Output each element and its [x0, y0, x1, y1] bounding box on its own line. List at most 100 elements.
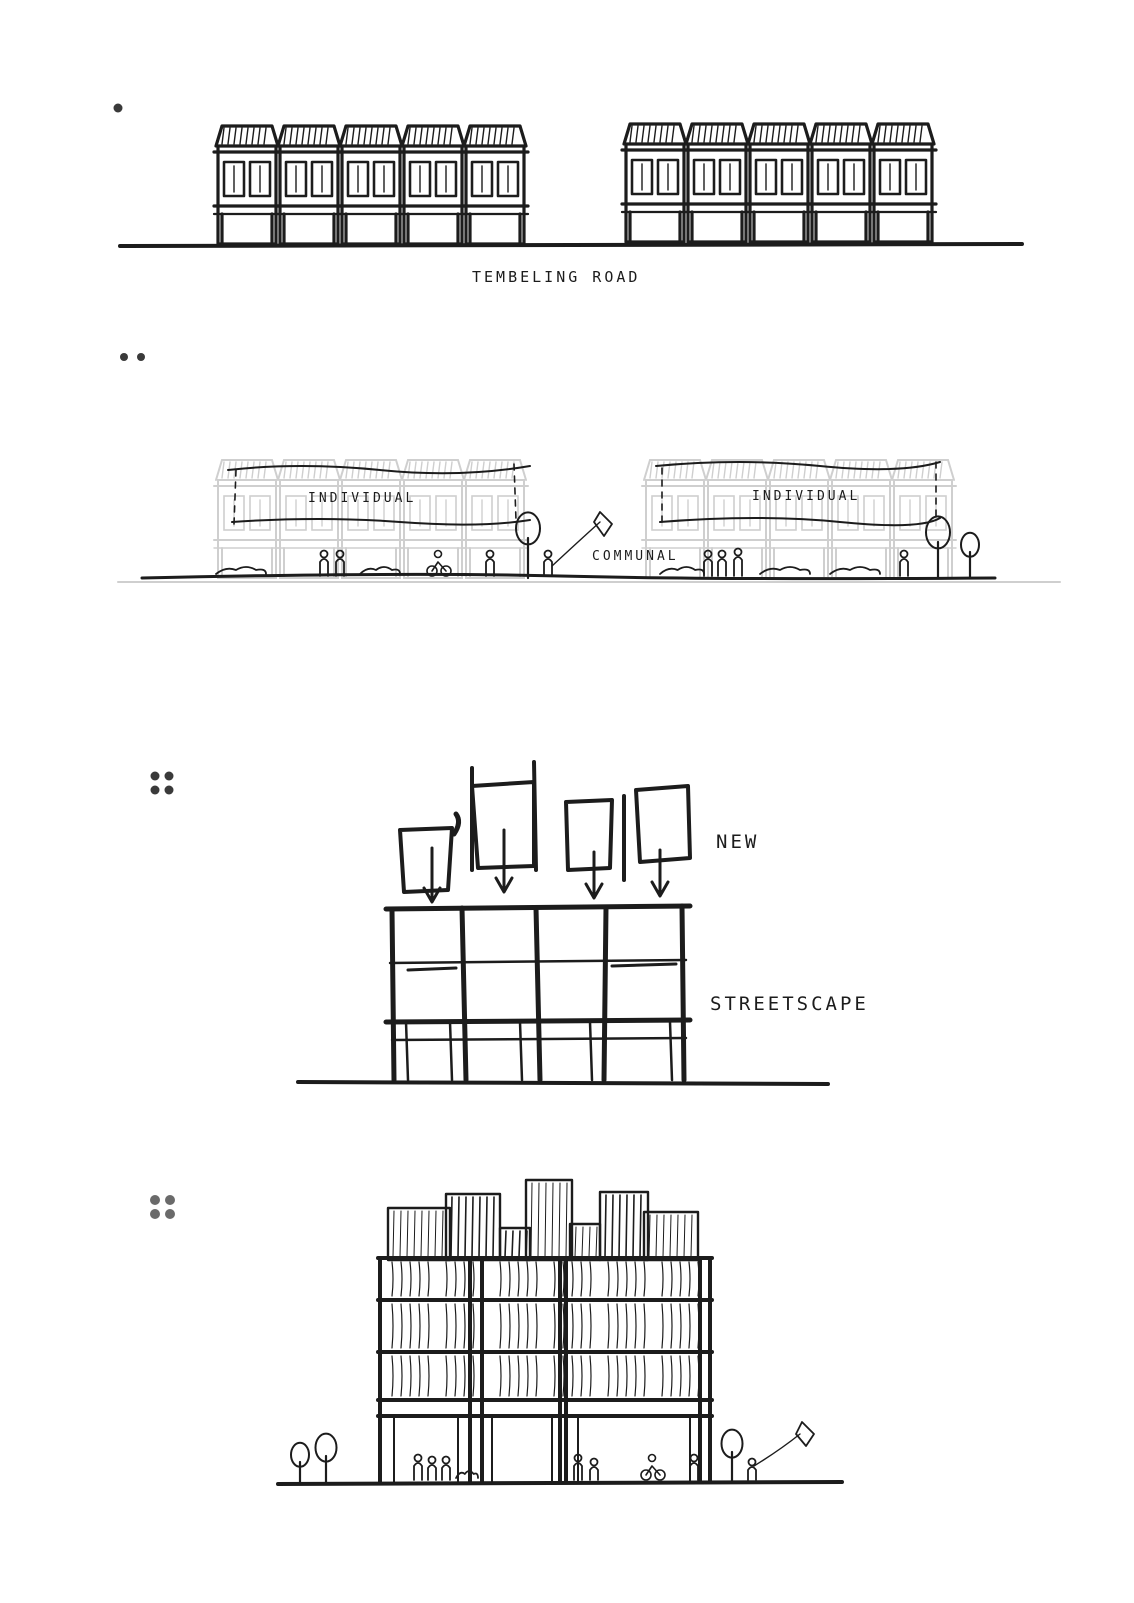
shrub [759, 566, 811, 575]
glazing-stroke [517, 1261, 520, 1297]
glazing-stroke [481, 1261, 484, 1297]
kite-string [753, 1433, 801, 1467]
shrub [829, 566, 881, 575]
glazing-stroke [580, 1355, 583, 1397]
glazing-stroke [607, 1303, 610, 1349]
person-figure [413, 1453, 423, 1481]
shophouse [827, 459, 895, 579]
glazing-stroke [526, 1303, 529, 1349]
glazing-stroke [418, 1261, 421, 1297]
ground-line [296, 1080, 830, 1086]
glazing-stroke [454, 1261, 457, 1297]
ghost-shophouses-left [213, 459, 529, 579]
roof-module [568, 1222, 602, 1262]
person-figure [335, 549, 345, 577]
person-figure [427, 1455, 437, 1481]
step-marker-4c [150, 1209, 160, 1219]
person-figure [899, 549, 909, 577]
glazing-stroke [445, 1261, 448, 1297]
glazing-stroke [553, 1355, 556, 1397]
person-figure [733, 547, 743, 577]
people-and-trees [290, 1428, 757, 1484]
step-marker-4b [165, 1195, 175, 1205]
streetscape-frame [383, 903, 693, 1083]
glazing-stroke [472, 1355, 475, 1397]
person-figure [717, 549, 727, 577]
glazing-stroke [472, 1261, 475, 1297]
glazing-stroke [472, 1303, 475, 1349]
shophouse [213, 459, 281, 579]
panel-2-individual-communal: INDIVIDUAL INDIVIDUAL COMMUNAL [117, 353, 1061, 583]
glazing-stroke [616, 1355, 619, 1397]
individual-label-left: INDIVIDUAL [308, 491, 416, 506]
individual-band-left-sides [233, 463, 517, 525]
individual-band-right-top [655, 461, 941, 471]
glazing-stroke [571, 1303, 574, 1349]
glazing-stroke [445, 1303, 448, 1349]
panel-4-combined-proposal [150, 1178, 844, 1486]
glazing-stroke [562, 1303, 565, 1349]
person-figure [543, 549, 553, 577]
step-marker-3b [164, 771, 174, 781]
shophouse [399, 459, 467, 579]
glazing-stroke [535, 1355, 538, 1397]
shophouse [620, 122, 690, 244]
shophouse [461, 459, 529, 579]
proposal-frame [376, 1178, 714, 1484]
glazing-stroke [571, 1355, 574, 1397]
glazing-stroke [499, 1261, 502, 1297]
shophouse-row-right [620, 122, 938, 244]
glazing-stroke [643, 1261, 646, 1297]
shophouse [889, 459, 957, 579]
person-figure [441, 1455, 451, 1481]
individual-band-right-sides [661, 461, 937, 523]
glazing-stroke [535, 1303, 538, 1349]
glazing-stroke [634, 1261, 637, 1297]
shophouse [212, 124, 282, 246]
glazing-stroke [463, 1261, 466, 1297]
glazing-stroke [391, 1261, 394, 1297]
glazing-stroke [418, 1355, 421, 1397]
glazing-stroke [391, 1303, 394, 1349]
glazing-stroke [688, 1355, 691, 1397]
person-figure [703, 549, 713, 577]
glazing-stroke [463, 1303, 466, 1349]
glazing-stroke [634, 1355, 637, 1397]
shrub [659, 566, 705, 575]
glazing-stroke [589, 1303, 592, 1349]
glazing-stroke [535, 1261, 538, 1297]
glazing-stroke [679, 1355, 682, 1397]
glazing-stroke [625, 1355, 628, 1397]
glazing-stroke [481, 1303, 484, 1349]
glazing-stroke [661, 1261, 664, 1297]
glazing-stroke [697, 1355, 700, 1397]
shrub [455, 1470, 479, 1479]
panel-3-new-streetscape: NEW STREETSCAPE [150, 760, 869, 1086]
glazing-stroke [517, 1303, 520, 1349]
glazing-stroke [427, 1261, 430, 1297]
communal-label: COMMUNAL [592, 549, 679, 564]
glazing-stroke [571, 1261, 574, 1297]
shophouse-row-left [212, 124, 530, 246]
person-figure [485, 549, 495, 577]
streetscape-label: STREETSCAPE [710, 993, 869, 1015]
individual-band-left-bottom [231, 518, 531, 526]
roof-module [386, 1206, 452, 1262]
glazing-stroke [643, 1355, 646, 1397]
individual-band-right-bottom [659, 517, 941, 527]
glazing-stroke [589, 1355, 592, 1397]
person-figure [589, 1457, 599, 1481]
glazing-stroke [679, 1261, 682, 1297]
step-marker-4d [165, 1209, 175, 1219]
glazing-stroke [553, 1261, 556, 1297]
glazing-stroke [634, 1303, 637, 1349]
glazing-stroke [481, 1355, 484, 1397]
glazing-stroke [643, 1303, 646, 1349]
glazing-stroke [688, 1261, 691, 1297]
step-marker-1 [113, 103, 123, 113]
glazing-stroke [463, 1355, 466, 1397]
glazing-stroke [391, 1355, 394, 1397]
tree [960, 531, 980, 580]
ground-line [140, 572, 997, 581]
glazing-stroke [526, 1261, 529, 1297]
